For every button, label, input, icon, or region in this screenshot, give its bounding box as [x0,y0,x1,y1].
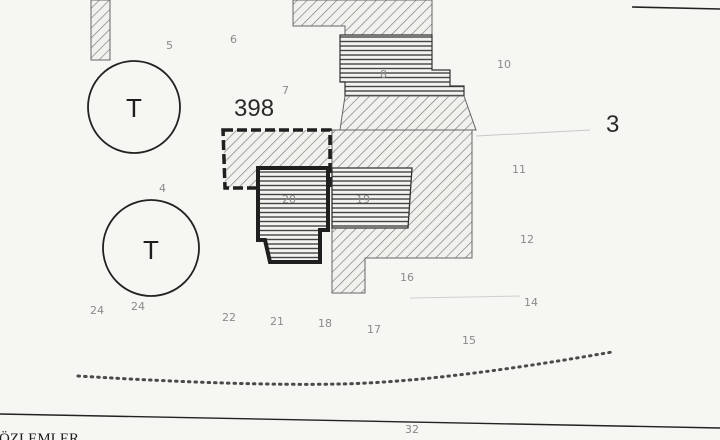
tree-marker-top-circle [87,60,181,154]
tree-marker-bottom-circle [102,199,200,297]
parcel-number-4: 4 [159,182,166,195]
parcel-number-24-right: 24 [131,300,145,313]
building-parcel-8 [339,34,465,97]
frame-line-top [631,6,720,10]
parcel-number-19: 19 [356,193,370,206]
parcel-line-right [475,129,591,137]
parcel-number-8: 8 [380,68,387,81]
parcel-number-21: 21 [270,315,284,328]
tree-marker-top-label: T [126,93,142,123]
building-parcel-20 [256,166,330,264]
parcel-number-10: 10 [497,58,511,71]
parcel-number-17: 17 [367,323,381,336]
parcel-number-15: 15 [462,334,476,347]
footer-label: ÖZLEMLER [0,430,79,440]
parcel-number-32: 32 [405,423,419,436]
parcel-number-16: 16 [400,271,414,284]
hatched-strip-top-left [90,0,111,61]
parcel-number-24-left: 24 [90,304,104,317]
parcel-number-11: 11 [512,163,526,176]
building-parcel-19 [331,167,413,229]
section-number-label: 3 [606,111,619,138]
frame-line-bottom [0,413,720,429]
parcel-number-14: 14 [524,296,538,309]
parcel-number-20: 20 [282,193,296,206]
block-number-label: 398 [234,95,274,122]
parcel-number-6: 6 [230,33,237,46]
parcel-number-12: 12 [520,233,534,246]
tree-marker-bottom-label: T [143,235,159,265]
parcel-number-7: 7 [282,84,289,97]
parcel-line-lower [409,295,521,299]
parcel-number-22: 22 [222,311,236,324]
hatched-band-middle [339,95,477,131]
dotted-boundary-line [76,350,614,386]
parcel-number-5: 5 [166,39,173,52]
parcel-number-18: 18 [318,317,332,330]
